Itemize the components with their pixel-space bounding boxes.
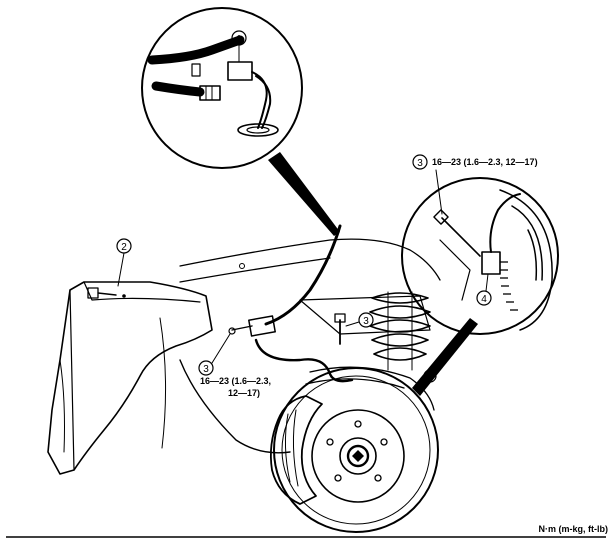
callout-3-left-label: 3 xyxy=(203,364,209,375)
callout-3-inset-label: 3 xyxy=(417,158,423,169)
torque-spec-inset: 16—23 (1.6—2.3, 12—17) xyxy=(432,157,538,167)
units-note: N·m (m-kg, ft-lb) xyxy=(539,524,609,534)
wheel-arch-body xyxy=(159,238,441,449)
callout-2-label: 2 xyxy=(121,242,127,253)
callout-4-label: 4 xyxy=(481,294,487,305)
left-torque-callout: 3 16—23 (1.6—2.3, 12—17) xyxy=(198,333,271,398)
inset-pointer-right xyxy=(412,318,478,396)
splash-shield: 2 xyxy=(47,238,213,475)
torque-spec-left-line2: 12—17) xyxy=(228,388,260,398)
sensor-detail-inset: 3 16—23 (1.6—2.3, 12—17) 4 xyxy=(401,154,559,335)
inset-pointer-top xyxy=(268,152,340,236)
coil-spring xyxy=(369,291,431,371)
callout-3-mid-label: 3 xyxy=(363,316,369,327)
callout-1-label: 1 xyxy=(236,34,242,45)
sensor-bolt-mid: 3 xyxy=(334,312,374,345)
sensor-harness xyxy=(179,224,354,454)
torque-spec-left-line1: 16—23 (1.6—2.3, xyxy=(200,376,271,386)
connector-detail-inset: 1 xyxy=(141,7,303,169)
brake-rotor-assembly xyxy=(269,366,439,533)
